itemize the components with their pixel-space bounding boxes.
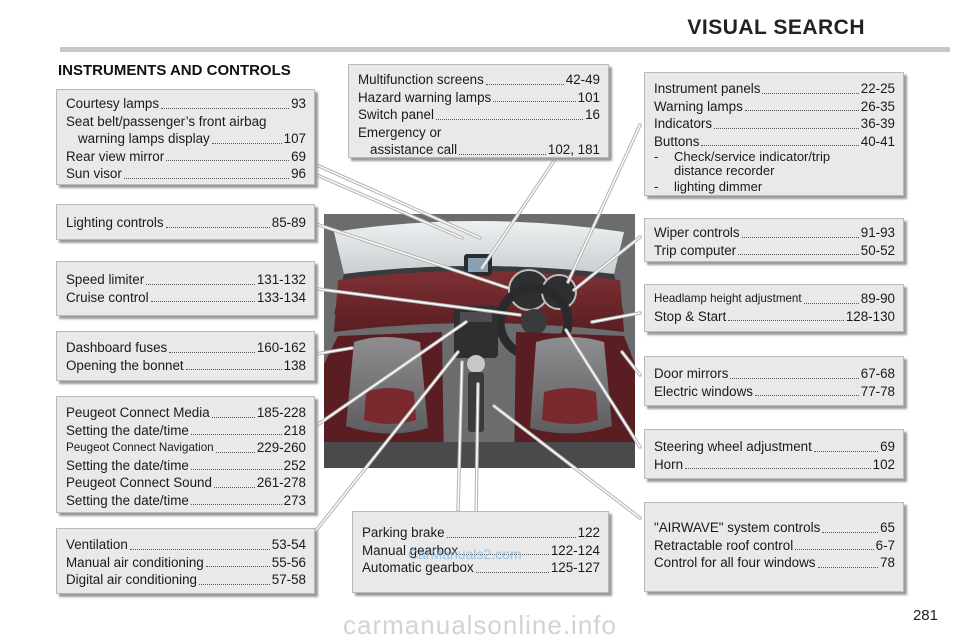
header-rule	[60, 47, 950, 52]
sub-item: -Check/service indicator/trip	[654, 149, 831, 164]
sub-item-continuation: distance recorder	[674, 163, 775, 178]
index-row: Seat belt/passenger’s front airbag	[66, 113, 267, 129]
watermark: CarManuals2.com	[408, 546, 522, 562]
index-row: Emergency or	[358, 124, 442, 140]
sub-item: -lighting dimmer	[654, 179, 763, 194]
footer-site[interactable]: carmanualsonline.info	[343, 609, 617, 640]
header-title: VISUAL SEARCH	[687, 16, 865, 39]
page-number: 281	[912, 607, 938, 624]
section-title: INSTRUMENTS AND CONTROLS	[58, 62, 291, 79]
